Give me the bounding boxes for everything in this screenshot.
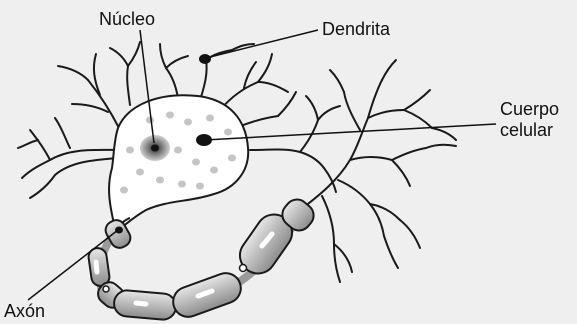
axon-terminals [300,60,456,282]
label-cuerpo-line1: Cuerpo [500,99,559,120]
axon-dot [115,227,123,234]
dendrites-right [236,92,340,192]
cuerpo-dot [196,134,212,146]
label-cuerpo-celular: Cuerpo celular [500,99,559,141]
dendrita-pointer [206,30,318,58]
label-cuerpo-line2: celular [500,120,559,141]
cell-body [109,95,248,232]
label-dendrita: Dendrita [322,19,390,40]
label-nucleo: Núcleo [99,9,155,30]
label-axon: Axón [4,301,45,322]
dendrita-dot [199,54,211,64]
